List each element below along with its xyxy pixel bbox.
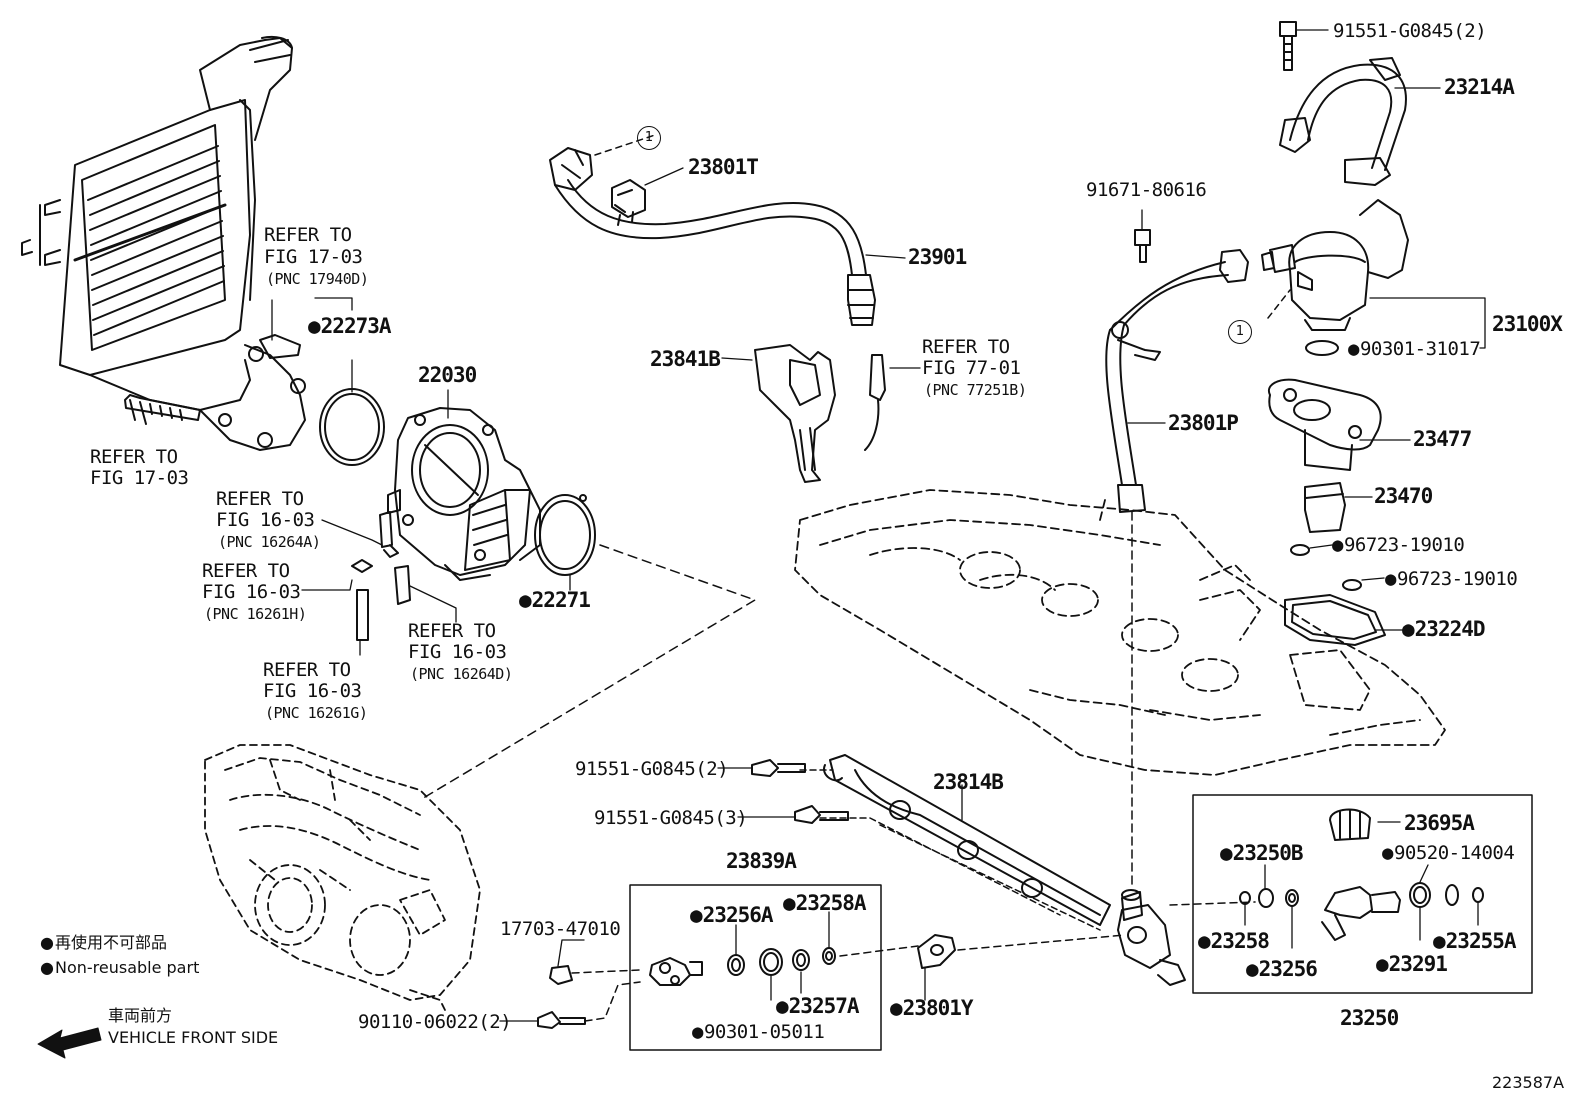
part-label-23250b[interactable]: 23250B — [1220, 843, 1304, 864]
pressure-sensor-drawing — [650, 958, 702, 985]
gasket-22271-ring — [535, 495, 595, 575]
part-label-90110-06022[interactable]: 90110-06022(2) — [358, 1011, 512, 1033]
direction-arrow — [38, 1028, 101, 1058]
refer-17-03-b-line2: FIG 17-03 — [90, 467, 189, 489]
refer-77-01-line2: FIG 77-01 — [922, 357, 1021, 379]
refer-16-03-c-pnc: (PNC 16264D) — [410, 665, 513, 683]
part-label-23214a[interactable]: 23214A — [1444, 75, 1515, 99]
refer-16-03-a-line2: FIG 16-03 — [216, 509, 315, 531]
part-label-17703-47010[interactable]: 17703-47010 — [500, 918, 621, 940]
part-label-23258a[interactable]: 23258A — [783, 893, 867, 914]
pipe-23214a-drawing — [1280, 58, 1406, 185]
part-label-96723-19010-b[interactable]: 96723-19010 — [1385, 570, 1518, 589]
bracket-23841b-drawing — [755, 345, 835, 482]
refer-16-03-c-line1: REFER TO — [408, 620, 496, 642]
refer-17-03-a-line2: FIG 17-03 — [264, 246, 363, 268]
part-label-23250[interactable]: 23250 — [1340, 1006, 1399, 1030]
hose-23901-drawing — [550, 148, 875, 325]
intercooler-drawing — [22, 37, 305, 450]
part-label-23257a[interactable]: 23257A — [776, 996, 860, 1017]
diagram-code: 223587A — [1492, 1073, 1565, 1092]
cylinder-head-cover-phantom — [795, 490, 1445, 775]
refer-16-03-c-line2: FIG 16-03 — [408, 641, 507, 663]
part-label-23841b[interactable]: 23841B — [650, 347, 721, 371]
part-label-23291[interactable]: 23291 — [1376, 954, 1448, 975]
direction-jp: 車両前方 — [108, 1006, 173, 1025]
fuel-rail-23814b-drawing — [824, 755, 1185, 985]
refer-16-03-a-line1: REFER TO — [216, 488, 304, 510]
sensor-kit-box — [630, 885, 881, 1050]
part-label-23258[interactable]: 23258 — [1198, 931, 1270, 952]
refer-17-03-b-line1: REFER TO — [90, 446, 178, 468]
part-label-91551-mid2[interactable]: 91551-G0845(2) — [575, 758, 729, 780]
part-label-23100x[interactable]: 23100X — [1492, 312, 1563, 336]
part-label-91551-mid3[interactable]: 91551-G0845(3) — [594, 807, 748, 829]
injector-drawing — [1322, 810, 1400, 940]
callout-marker-1-top: 1 — [637, 126, 661, 150]
refer-16-03-d-line2: FIG 16-03 — [263, 680, 362, 702]
part-label-22271[interactable]: 22271 — [519, 590, 591, 611]
sensor-23801t-drawing — [612, 180, 645, 217]
part-label-23839a[interactable]: 23839A — [726, 849, 797, 873]
part-label-23801y[interactable]: 23801Y — [890, 998, 974, 1019]
callout-marker-1-pump: 1 — [1228, 320, 1252, 344]
part-label-23256a[interactable]: 23256A — [690, 905, 774, 926]
part-label-90301-31017[interactable]: 90301-31017 — [1348, 340, 1481, 359]
part-label-23255a[interactable]: 23255A — [1433, 931, 1517, 952]
injector-kit-box — [1193, 795, 1532, 993]
part-label-23256[interactable]: 23256 — [1246, 959, 1318, 980]
gasket-22273a-ring — [320, 389, 384, 465]
legend-en: Non-reusable part — [40, 960, 199, 976]
part-label-96723-19010-a[interactable]: 96723-19010 — [1332, 536, 1465, 555]
housing-23477-drawing — [1269, 380, 1381, 470]
gasket-23224d-drawing — [1285, 595, 1385, 645]
part-label-23814b[interactable]: 23814B — [933, 770, 1004, 794]
part-label-23801t[interactable]: 23801T — [688, 155, 759, 179]
legend-jp: 再使用不可部品 — [40, 935, 167, 951]
part-label-90301-05011[interactable]: 90301-05011 — [692, 1023, 825, 1042]
refer-16-03-b-line1: REFER TO — [202, 560, 290, 582]
part-label-22030[interactable]: 22030 — [418, 363, 477, 387]
refer-17-03-a-pnc: (PNC 17940D) — [266, 270, 369, 288]
direction-en: VEHICLE FRONT SIDE — [108, 1028, 279, 1047]
leader-lines — [272, 30, 1485, 1021]
pipe-23801p-drawing — [1106, 250, 1248, 512]
lifter-23470-drawing — [1305, 483, 1345, 532]
part-label-23901[interactable]: 23901 — [908, 245, 967, 269]
part-label-91671-80616[interactable]: 91671-80616 — [1086, 179, 1207, 201]
intake-manifold-phantom — [205, 745, 480, 1010]
part-label-91551-top[interactable]: 91551-G0845(2) — [1333, 20, 1487, 42]
refer-77-01-pnc: (PNC 77251B) — [924, 381, 1027, 399]
refer-16-03-d-pnc: (PNC 16261G) — [265, 704, 368, 722]
part-label-90520-14004[interactable]: 90520-14004 — [1382, 844, 1515, 863]
refer-16-03-b-line2: FIG 16-03 — [202, 581, 301, 603]
refer-16-03-a-pnc: (PNC 16264A) — [218, 533, 321, 551]
part-label-23477[interactable]: 23477 — [1413, 427, 1472, 451]
part-label-23224d[interactable]: 23224D — [1402, 619, 1486, 640]
part-label-23470[interactable]: 23470 — [1374, 484, 1433, 508]
refer-16-03-d-line1: REFER TO — [263, 659, 351, 681]
part-label-23695a[interactable]: 23695A — [1404, 811, 1475, 835]
refer-77-01-line1: REFER TO — [922, 336, 1010, 358]
part-label-23801p[interactable]: 23801P — [1168, 411, 1239, 435]
refer-16-03-b-pnc: (PNC 16261H) — [204, 605, 307, 623]
throttle-body-drawing — [388, 408, 540, 580]
refer-17-03-a-line1: REFER TO — [264, 224, 352, 246]
fuel-pump-23100x-drawing — [1262, 200, 1408, 330]
part-label-22273a[interactable]: 22273A — [308, 316, 392, 337]
